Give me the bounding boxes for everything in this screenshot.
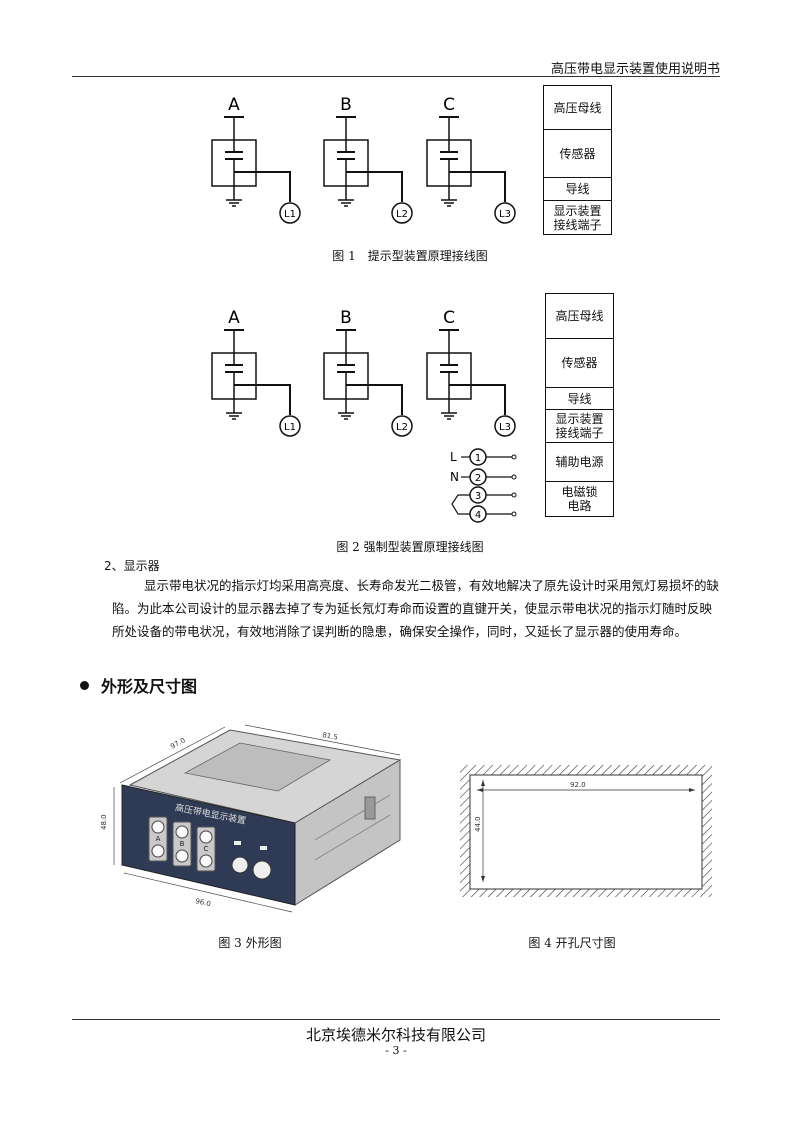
lamp-icon <box>199 854 213 868</box>
legend-terminal: 显示装置 接线端子 <box>546 410 613 443</box>
bullet-icon <box>80 681 89 690</box>
legend-terminal: 显示装置 接线端子 <box>553 203 602 232</box>
aux-power-label: N <box>450 470 459 484</box>
wire <box>346 171 403 202</box>
figure3-caption: 图 3 外形图 <box>218 936 282 950</box>
dim-height: 48.0 <box>100 814 108 830</box>
wire <box>234 384 291 415</box>
legend-busbar: 高压母线 <box>546 294 613 339</box>
phase-label: C <box>443 308 455 328</box>
section-paragraph: 显示带电状况的指示灯均采用高亮度、长寿命发光二极管，有效地解决了原先设计时采用氖… <box>112 578 720 639</box>
figure1-caption: 图 1 提示型装置原理接线图 <box>332 249 488 263</box>
figure3-device-drawing: 高压带电显示装置 ABC 97.0 81.5 48.0 96.0 <box>100 724 402 913</box>
aux-terminal-row: 3 <box>469 486 517 504</box>
terminal-icon <box>494 202 516 224</box>
outline-heading: 外形及尺寸图 <box>80 673 197 697</box>
lamp-label: B <box>180 840 185 848</box>
terminal-icon <box>279 415 301 437</box>
aux-output-icon <box>511 511 517 517</box>
terminal-label: L2 <box>396 422 408 433</box>
footer-company: 北京埃德米尔科技有限公司 <box>305 1026 486 1044</box>
figure4-cutout-drawing: 92.0 44.0 <box>460 765 712 897</box>
legend-sensor: 传感器 <box>546 339 613 388</box>
phase-lamp-c: C <box>196 826 216 872</box>
aux-terminal-number: 3 <box>475 491 481 502</box>
wire <box>449 171 506 202</box>
lamp-icon <box>199 830 213 844</box>
phase-lamp-a: A <box>148 816 168 862</box>
lamp-label: A <box>156 835 161 843</box>
figure2-diagram: A L1 B L2 C L3 1 2 3 4 LN <box>211 308 517 523</box>
document-header-title: 高压带电显示装置使用说明书 <box>550 62 720 77</box>
figure2-caption: 图 2 强制型装置原理接线图 <box>336 540 484 554</box>
sensor-unit-b: B L2 <box>323 95 413 224</box>
phase-label: A <box>228 308 240 328</box>
lock-switch-icon <box>451 494 470 515</box>
legend-sensor: 传感器 <box>544 130 611 178</box>
aux-output-icon <box>511 474 517 480</box>
phase-label: C <box>443 95 455 115</box>
lamp-icon <box>151 820 165 834</box>
terminal-label: L3 <box>499 422 511 433</box>
aux-output-icon <box>511 454 517 460</box>
aux-terminal-row: 1 <box>469 448 517 466</box>
terminal-icon <box>391 202 413 224</box>
aux-terminal-number: 4 <box>475 510 481 521</box>
aux-power-label: L <box>450 450 457 464</box>
footer-divider <box>72 1019 720 1020</box>
figure2-legend: 高压母线 传感器 导线 显示装置 接线端子 辅助电源 电磁锁 电路 <box>545 293 614 517</box>
legend-busbar: 高压母线 <box>544 86 611 130</box>
header-divider <box>72 76 720 77</box>
terminal-label: L1 <box>284 209 296 220</box>
figure1-legend: 高压母线 传感器 导线 显示装置 接线端子 <box>543 85 612 235</box>
lamp-icon <box>175 825 189 839</box>
legend-lock-circuit: 电磁锁 电路 <box>561 485 598 513</box>
aux-terminal-row: 4 <box>469 505 517 523</box>
terminal-label: L2 <box>396 209 408 220</box>
aux-terminal-number: 1 <box>475 453 481 464</box>
figure4-caption: 图 4 开孔尺寸图 <box>528 936 616 950</box>
indicator-icon <box>260 846 267 850</box>
phase-lamp-b: B <box>172 821 192 867</box>
page-number: - 3 - <box>385 1044 407 1057</box>
section-heading: 2、显示器 <box>104 559 160 573</box>
figure1-diagram: A L1 B L2 C L3 <box>211 95 516 224</box>
lamp-icon <box>151 844 165 858</box>
test-button-icon <box>231 856 249 874</box>
terminal-label: L3 <box>499 209 511 220</box>
legend-wire: 导线 <box>546 388 613 410</box>
phase-label: B <box>340 308 352 328</box>
dim-length: 81.5 <box>322 731 339 742</box>
dim-cutout-width: 92.0 <box>570 781 586 789</box>
sensor-unit-a: A L1 <box>211 308 301 437</box>
lamp-label: C <box>204 845 209 853</box>
wire <box>346 384 403 415</box>
phase-label: A <box>228 95 240 115</box>
sensor-unit-b: B L2 <box>323 308 413 437</box>
indicator-icon <box>234 841 241 845</box>
terminal-icon <box>494 415 516 437</box>
aux-terminal-number: 2 <box>475 473 481 484</box>
aux-terminal-row: 2 <box>469 468 517 486</box>
wire <box>449 384 506 415</box>
dim-width: 96.0 <box>195 897 212 908</box>
outline-heading-text: 外形及尺寸图 <box>101 677 198 696</box>
terminal-icon <box>391 415 413 437</box>
dim-cutout-height: 44.0 <box>474 816 482 832</box>
legend-aux-power: 辅助电源 <box>546 443 613 482</box>
legend-wire: 导线 <box>544 178 611 201</box>
sensor-unit-c: C L3 <box>426 308 516 437</box>
self-check-button-icon <box>252 860 272 880</box>
phase-label: B <box>340 95 352 115</box>
terminal-icon <box>279 202 301 224</box>
sensor-unit-c: C L3 <box>426 95 516 224</box>
lamp-icon <box>175 849 189 863</box>
aux-output-icon <box>511 492 517 498</box>
terminal-label: L1 <box>284 422 296 433</box>
wire <box>234 171 291 202</box>
sensor-unit-a: A L1 <box>211 95 301 224</box>
